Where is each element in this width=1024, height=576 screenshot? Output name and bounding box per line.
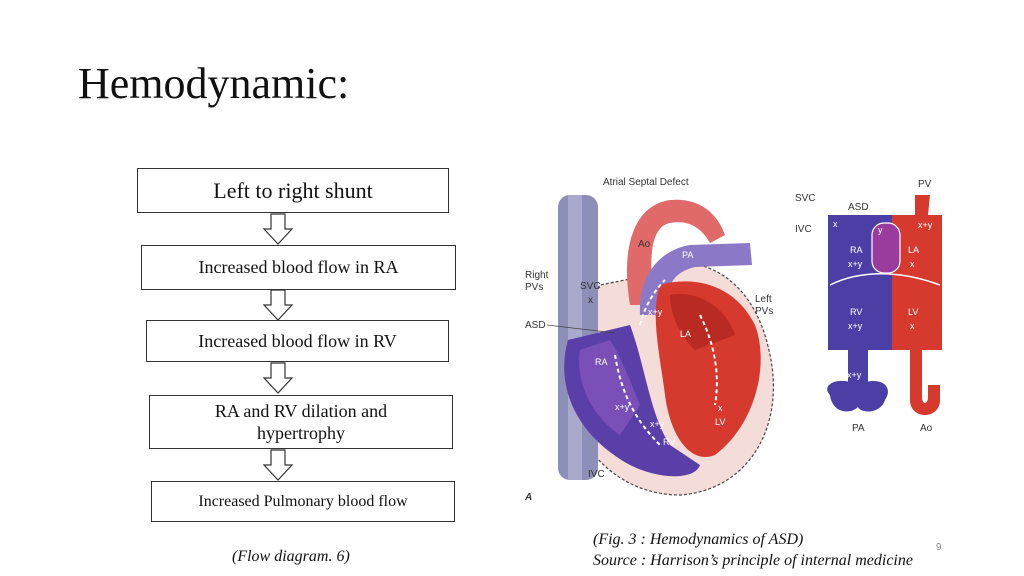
schematic-svc-label: SVC <box>795 193 816 204</box>
flow-diagram-caption: (Flow diagram. 6) <box>232 548 350 565</box>
pa-label: PA <box>682 250 693 260</box>
schematic-lv <box>892 280 942 350</box>
ivc-label: IVC <box>588 469 605 480</box>
right-pvs-label: Right <box>525 270 549 281</box>
asd-label: ASD <box>525 320 546 331</box>
left-pvs-label: Left <box>755 294 772 305</box>
x-plus-y-label: x+y <box>615 402 630 412</box>
schematic-ao <box>910 350 940 415</box>
schematic-asd-label: ASD <box>848 202 869 213</box>
flow-step-dilation-hypertrophy: RA and RV dilation and hypertrophy <box>149 395 453 449</box>
schematic-ra-label: RA <box>850 245 863 255</box>
x-plus-y-label: x+y <box>650 419 665 429</box>
down-arrow-icon <box>262 213 294 245</box>
schematic-rv <box>828 280 892 350</box>
schematic-pv-label: PV <box>918 179 932 190</box>
flow-step-increased-pulmonary-flow: Increased Pulmonary blood flow <box>151 481 455 522</box>
right-pvs-label-2: PVs <box>525 282 543 293</box>
panel-a-label: A <box>524 492 532 503</box>
page-number: 9 <box>936 542 942 553</box>
y-label: y <box>878 225 883 235</box>
x-label: x <box>910 321 915 331</box>
schematic-la-label: LA <box>908 245 919 255</box>
heart-title-label: Atrial Septal Defect <box>603 177 689 188</box>
figure-caption: (Fig. 3 : Hemodynamics of ASD) <box>593 531 804 548</box>
page-title: Hemodynamic: <box>78 59 350 108</box>
x-plus-y-label: x+y <box>847 370 862 380</box>
la-label: LA <box>680 329 691 339</box>
heart-asd-illustration: Atrial Septal Defect Right PVs ASD SVC x… <box>524 177 774 503</box>
schematic-lv-label: LV <box>908 307 918 317</box>
down-arrow-icon <box>262 289 294 321</box>
x-plus-y-label: x+y <box>848 259 863 269</box>
ra-label: RA <box>595 357 608 367</box>
flow-step-increased-flow-ra: Increased blood flow in RA <box>141 245 456 290</box>
down-arrow-icon <box>262 362 294 394</box>
svc-x-label: x <box>588 295 593 306</box>
schematic-ao-label: Ao <box>920 423 933 434</box>
x-label: x <box>833 219 838 229</box>
svc-label: SVC <box>580 281 601 292</box>
schematic-pa-label: PA <box>852 423 865 434</box>
x-plus-y-label: x+y <box>848 321 863 331</box>
schematic-rv-label: RV <box>850 307 862 317</box>
x-label: x <box>910 259 915 269</box>
schematic-pa <box>827 380 888 412</box>
down-arrow-icon <box>262 449 294 481</box>
flow-step-left-to-right-shunt: Left to right shunt <box>137 168 449 213</box>
pulmonary-artery <box>639 243 752 315</box>
schematic-ivc-label: IVC <box>795 224 812 235</box>
asd-schematic: SVC IVC ASD PV x+y x y RA x+y LA x RV x+… <box>795 179 942 434</box>
ao-label: Ao <box>638 239 651 250</box>
x-plus-y-label: x+y <box>648 307 663 317</box>
x-label: x <box>718 403 723 413</box>
left-pvs-label-2: PVs <box>755 306 773 317</box>
lv-label: LV <box>715 417 725 427</box>
figure-source: Source : Harrison’s principle of interna… <box>593 552 913 569</box>
rv-label: RV <box>663 437 675 447</box>
x-plus-y-label: x+y <box>918 220 933 230</box>
flow-step-increased-flow-rv: Increased blood flow in RV <box>146 320 449 362</box>
